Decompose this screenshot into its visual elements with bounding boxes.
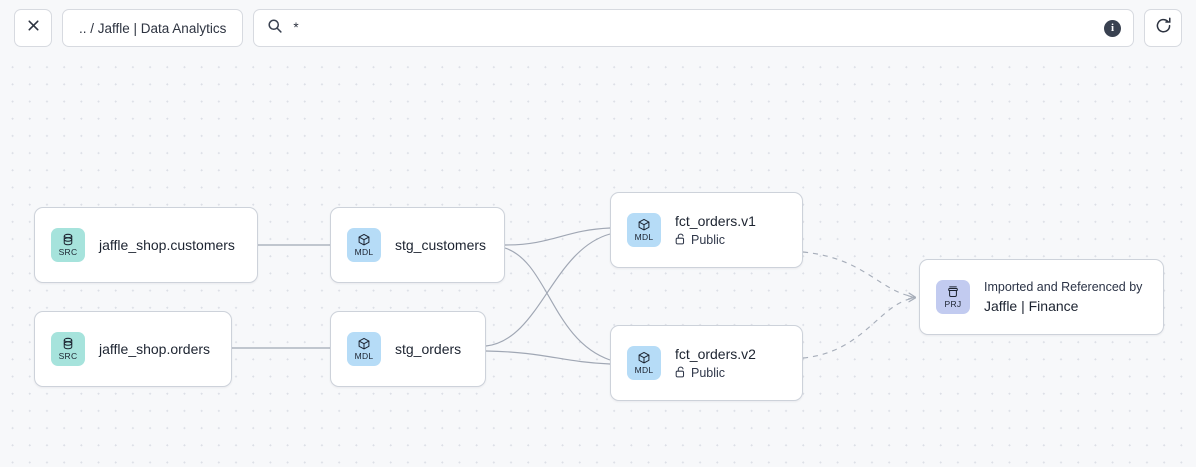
breadcrumb[interactable]: .. / Jaffle | Data Analytics <box>62 9 244 47</box>
badge-label: PRJ <box>944 299 962 310</box>
refresh-icon <box>1154 16 1173 40</box>
close-icon <box>26 18 41 38</box>
node-title: jaffle_shop.customers <box>99 237 235 253</box>
node-title: stg_customers <box>395 237 487 253</box>
search-icon <box>267 18 283 39</box>
database-icon <box>61 233 75 247</box>
node-stg-orders[interactable]: MDL stg_orders <box>330 311 486 387</box>
edge-v2-project <box>802 298 915 359</box>
top-toolbar: .. / Jaffle | Data Analytics * i <box>0 0 1196 56</box>
node-body: stg_orders <box>395 341 461 357</box>
breadcrumb-label: .. / Jaffle | Data Analytics <box>79 20 227 36</box>
badge-label: MDL <box>634 232 654 243</box>
unlock-icon <box>675 366 686 381</box>
node-title: fct_orders.v1 <box>675 212 756 229</box>
badge-label: SRC <box>58 351 78 362</box>
node-stg-customers[interactable]: MDL stg_customers <box>330 207 505 283</box>
badge-mdl: MDL <box>627 213 661 247</box>
edge-stgcustomers-v1 <box>504 227 611 246</box>
badge-label: MDL <box>354 247 374 258</box>
search-field[interactable]: * i <box>253 9 1134 47</box>
database-icon <box>61 337 75 351</box>
badge-label: MDL <box>634 365 654 376</box>
badge-label: MDL <box>354 351 374 362</box>
node-visibility: Public <box>675 233 756 248</box>
node-title: stg_orders <box>395 341 462 357</box>
node-title: jaffle_shop.orders <box>99 341 211 357</box>
badge-mdl: MDL <box>347 228 381 262</box>
refresh-button[interactable] <box>1144 9 1182 47</box>
badge-prj: PRJ <box>936 280 970 314</box>
node-body: jaffle_shop.orders <box>99 341 210 357</box>
node-jaffle-shop-customers[interactable]: SRC jaffle_shop.customers <box>34 207 258 283</box>
badge-src: SRC <box>51 228 85 262</box>
project-icon <box>946 285 960 299</box>
unlock-icon <box>675 233 686 248</box>
cube-icon <box>637 351 651 365</box>
visibility-label: Public <box>691 366 726 380</box>
edge-stgcustomers-v2 <box>504 247 611 361</box>
badge-mdl: MDL <box>627 346 661 380</box>
cube-icon <box>357 233 371 247</box>
node-body: stg_customers <box>395 237 486 253</box>
node-kicker: Imported and Referenced by <box>984 280 1143 294</box>
search-input-value[interactable]: * <box>293 20 299 36</box>
edge-v1-project <box>802 251 915 297</box>
node-jaffle-finance-project[interactable]: PRJ Imported and Referenced by Jaffle | … <box>919 259 1164 335</box>
badge-src: SRC <box>51 332 85 366</box>
visibility-label: Public <box>691 233 726 247</box>
node-title: fct_orders.v2 <box>675 345 756 362</box>
node-body: jaffle_shop.customers <box>99 237 235 253</box>
node-fct-orders-v1[interactable]: MDL fct_orders.v1 Public <box>610 192 803 268</box>
close-button[interactable] <box>14 9 52 47</box>
node-jaffle-shop-orders[interactable]: SRC jaffle_shop.orders <box>34 311 232 387</box>
node-title: Jaffle | Finance <box>984 298 1079 314</box>
edge-stgorders-v2 <box>485 350 611 365</box>
cube-icon <box>637 218 651 232</box>
node-body: Imported and Referenced by Jaffle | Fina… <box>984 280 1142 314</box>
node-body: fct_orders.v1 Public <box>675 213 756 248</box>
info-icon[interactable]: i <box>1104 19 1121 37</box>
cube-icon <box>357 337 371 351</box>
badge-label: SRC <box>58 247 78 258</box>
node-visibility: Public <box>675 366 756 381</box>
badge-mdl: MDL <box>347 332 381 366</box>
node-fct-orders-v2[interactable]: MDL fct_orders.v2 Public <box>610 325 803 401</box>
node-body: fct_orders.v2 Public <box>675 346 756 381</box>
